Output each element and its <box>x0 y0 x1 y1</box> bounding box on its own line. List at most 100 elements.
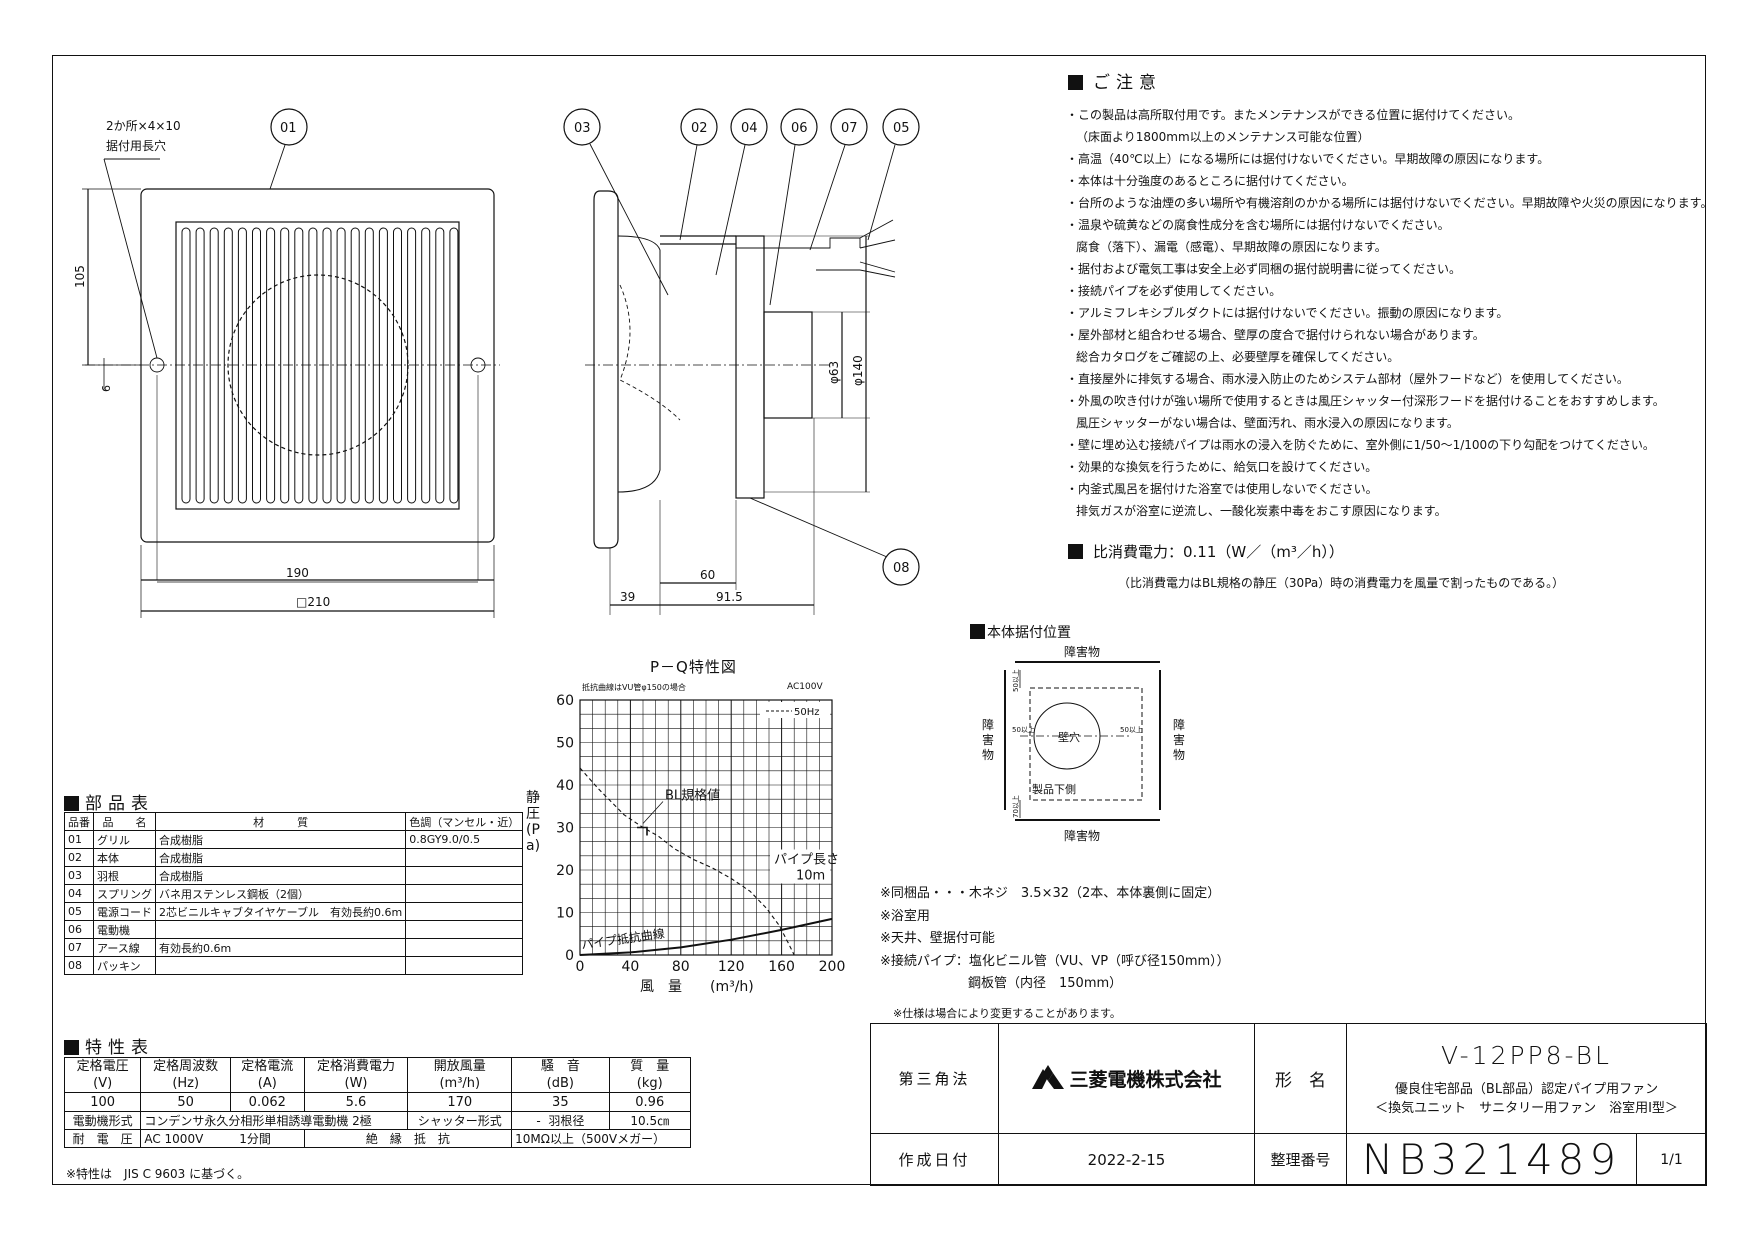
pipe-length-label: パイプ長さ <box>774 853 839 868</box>
grille-louver <box>378 227 388 504</box>
callout-06: 06 <box>791 121 808 136</box>
spec-header-unit: (W) <box>344 1076 368 1091</box>
grille-louver <box>449 227 459 504</box>
hole-label: 壁穴 <box>1058 730 1080 744</box>
parts-cell: 本体 <box>93 848 156 867</box>
spec-value-cell: 5.6 <box>303 1092 409 1112</box>
fan-outline <box>227 274 409 456</box>
note-line: ・屋外部材と組合わせる場合、壁厚の度合で据付けられない場合があります。 <box>1066 328 1485 342</box>
insulation-value: 10MΩ以上（500Vメガー） <box>511 1129 691 1148</box>
extra-item: 鋼板管（内径 150mm） <box>968 976 1123 991</box>
note-line: （床面より1800mm以上のメンテナンス可能な位置） <box>1076 130 1370 144</box>
grille-louver <box>266 227 276 504</box>
y-tick-label: 0 <box>565 948 574 964</box>
note-line: ・台所のような油煙の多い場所や有機溶剤のかかる場所には据付けないでください。早期… <box>1066 196 1713 210</box>
mitsubishi-logo-icon <box>1032 1064 1065 1089</box>
heading-square-icon <box>64 796 79 811</box>
callout-01: 01 <box>280 121 297 136</box>
note-line: ・直接屋外に排気する場合、雨水浸入防止のためシステム部材（屋外フードなど）を使用… <box>1066 372 1629 386</box>
spec-table: 定格電圧(V)定格周波数(Hz)定格電流(A)定格消費電力(W)開放風量(m³/… <box>63 1057 691 1148</box>
x-tick-label: 160 <box>768 959 795 975</box>
page-number: 1/1 <box>1637 1134 1707 1186</box>
parts-cell: アース線 <box>93 938 156 957</box>
note-line: 腐食（落下）、漏電（感電）、早期故障の原因になります。 <box>1076 240 1387 254</box>
model-label: 形 名 <box>1255 1024 1347 1134</box>
parts-cell: バネ用ステンレス鋼板（2個） <box>154 884 407 903</box>
note-line: ・効果的な換気を行うために、給気口を設けてください。 <box>1066 460 1378 474</box>
parts-cell: 2芯ビニルキャブタイヤケーブル 有効長約0.6m <box>154 902 407 921</box>
spec-value-cell: 0.062 <box>230 1092 305 1112</box>
y-tick-label: 50 <box>556 736 574 752</box>
parts-cell <box>154 956 407 975</box>
title-block: 第三角法 三菱電機株式会社 形 名 V-12PP8-BL 優良住宅部品（BL部品… <box>870 1023 1707 1186</box>
parts-cell <box>405 902 524 921</box>
obstacle-top: 障害物 <box>1064 644 1100 659</box>
parts-cell: 06 <box>64 920 94 939</box>
y-tick-label: 30 <box>556 821 574 837</box>
voltage-value: AC 1000V 1分間 <box>140 1129 305 1148</box>
x-tick-label: 0 <box>576 959 585 975</box>
note-line: 風圧シャッターがない場合は、壁面汚れ、雨水浸入の原因になります。 <box>1076 416 1459 430</box>
chart-title: P－Q特性図 <box>650 658 737 676</box>
notes-title: ご注意 <box>1093 73 1162 93</box>
callout-05: 05 <box>893 121 910 136</box>
parts-cell <box>405 866 524 885</box>
spec-header-name: 定格電流 <box>241 1059 294 1074</box>
x-tick-label: 200 <box>819 959 846 975</box>
parts-cell <box>405 884 524 903</box>
heading-square-icon <box>64 1040 79 1055</box>
notes-list: ・この製品は高所取付用です。またメンテナンスができる位置に据付けてください。 （床… <box>1066 104 1726 522</box>
extras-list: ※同梱品・・・木ネジ 3.5×32（2本、本体裏側に固定） ※浴室用 ※天井、壁… <box>880 883 1230 996</box>
parts-cell: 0.8GY9.0/0.5 <box>405 830 524 849</box>
y-tick-label: 10 <box>556 906 574 922</box>
spec-header-cell: 定格電圧(V) <box>63 1057 142 1093</box>
side-view-motor <box>763 311 813 419</box>
power-title: 比消費電力：0.11（W／（m³／h）） <box>1093 543 1344 561</box>
parts-cell: 電動機 <box>93 920 156 939</box>
x-tick-label: 120 <box>718 959 745 975</box>
power-heading: 比消費電力：0.11（W／（m³／h）） <box>1068 541 1344 562</box>
note-line: ・この製品は高所取付用です。またメンテナンスができる位置に据付けてください。 <box>1066 108 1520 122</box>
spec-header-cell: 開放風量(m³/h) <box>407 1057 513 1093</box>
spec-header-name: 定格電圧 <box>76 1059 129 1074</box>
parts-cell: 電源コード <box>93 902 156 921</box>
grille-louver <box>308 227 318 504</box>
callout-02: 02 <box>691 121 708 136</box>
note-line: ・外風の吹き付けが強い場所で使用するときは風圧シャッター付深形フードを据付けるこ… <box>1066 394 1665 408</box>
note-line: ・内釜式風呂を据付けた浴室では使用しないでください。 <box>1066 482 1378 496</box>
spec-header-name: 定格消費電力 <box>316 1059 395 1074</box>
grille-louver <box>209 227 219 504</box>
resistance-label: パイプ抵抗曲線 <box>580 925 665 952</box>
parts-cell: グリル <box>93 830 156 849</box>
spec-header-unit: (kg) <box>636 1076 663 1091</box>
grille-louver <box>350 227 360 504</box>
product-bottom-label: 製品下側 <box>1032 782 1076 796</box>
spec-header-row: 定格電圧(V)定格周波数(Hz)定格電流(A)定格消費電力(W)開放風量(m³/… <box>63 1057 691 1093</box>
parts-title: 部品表 <box>85 794 154 814</box>
spec-heading: 特性表 <box>64 1033 154 1058</box>
grille-louver <box>421 227 431 504</box>
note-line: ・本体は十分強度のあるところに据付けてください。 <box>1066 174 1354 188</box>
grille-louver <box>336 227 346 504</box>
drawing-number: NB321489 <box>1347 1134 1637 1186</box>
parts-header-cell: 品番 <box>64 812 94 831</box>
pipe-len-bg <box>770 849 830 884</box>
model-desc-2: ＜換気ユニット サニタリー用ファン 浴室用Ⅰ型＞ <box>1375 1101 1678 1116</box>
spec-header-cell: 質 量 (kg) <box>608 1057 691 1093</box>
spec-change-note: ※仕様は場合により変更することがあります。 <box>893 1007 1121 1020</box>
parts-cell: 有効長約0.6m <box>154 938 407 957</box>
bl-leader <box>642 801 664 824</box>
parts-cell <box>405 920 524 939</box>
parts-cell: 01 <box>64 830 94 849</box>
model-cell: V-12PP8-BL 優良住宅部品（BL部品）認定パイプ用ファン ＜換気ユニット… <box>1347 1024 1707 1134</box>
spec-header-name: 質 量 <box>630 1059 670 1074</box>
voltage-label: 耐 電 圧 <box>63 1129 142 1148</box>
spec-header-name: 開放風量 <box>433 1059 486 1074</box>
extra-item: ※天井、壁据付可能 <box>880 931 995 946</box>
install-title: 本体据付位置 <box>987 625 1071 641</box>
